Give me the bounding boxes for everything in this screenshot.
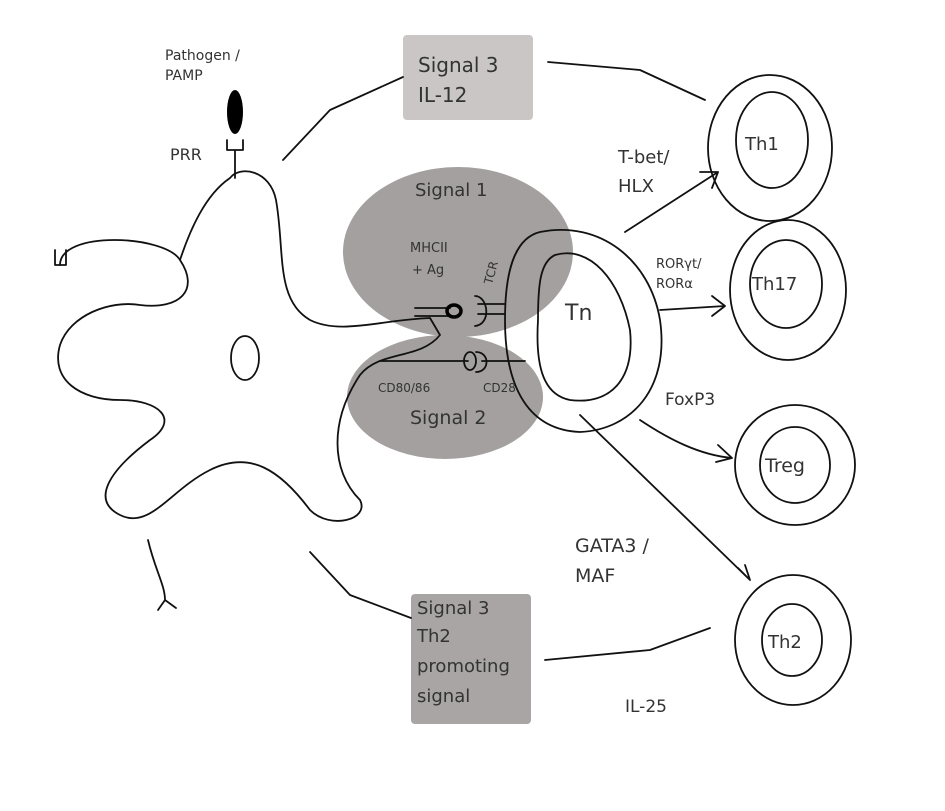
receptor-bottom bbox=[147, 539, 177, 611]
th2-signal-line4: signal bbox=[417, 686, 470, 707]
th17-outer bbox=[729, 219, 847, 361]
arrow-th2 bbox=[579, 414, 751, 581]
pamp-label: PAMP bbox=[165, 68, 203, 84]
tcr-label: TCR bbox=[481, 260, 501, 287]
signal3-il12-title: Signal 3 bbox=[418, 53, 499, 77]
rorgt-label: RORγt/ bbox=[656, 257, 702, 272]
tn-label: Tn bbox=[564, 301, 592, 326]
mhcii-label: MHCII bbox=[410, 241, 448, 256]
th2-label: Th2 bbox=[767, 632, 802, 653]
cd80-cd28-link bbox=[379, 351, 526, 373]
signal3-il12-box bbox=[403, 35, 533, 120]
signal2-title: Signal 2 bbox=[410, 407, 487, 429]
tn-cell-outer bbox=[504, 229, 663, 433]
gata3-label: GATA3 / bbox=[575, 535, 650, 557]
signal3-th2-box bbox=[411, 594, 531, 724]
line-signal3-il12-th1 bbox=[547, 61, 706, 101]
pathogen-label: Pathogen / bbox=[165, 48, 240, 64]
arrow-th1 bbox=[624, 171, 719, 233]
th2-signal-line2: Th2 bbox=[416, 626, 451, 647]
pathogen-icon bbox=[227, 90, 243, 134]
line-signal3-th2-cell bbox=[309, 551, 412, 619]
th2-outer bbox=[734, 574, 852, 706]
il12-label: IL-12 bbox=[418, 83, 467, 107]
th2-inner bbox=[761, 603, 823, 677]
rora-label: RORα bbox=[656, 277, 693, 292]
nucleus bbox=[230, 335, 260, 381]
th17-label: Th17 bbox=[751, 274, 797, 295]
tn-cell-inner bbox=[536, 252, 632, 402]
hlx-label: HLX bbox=[618, 176, 654, 197]
line-signal3-il12-cell bbox=[282, 76, 404, 161]
treg-outer bbox=[734, 404, 856, 526]
antigen-label: + Ag bbox=[412, 263, 444, 278]
th1-inner bbox=[735, 91, 809, 189]
mhc-antigen bbox=[445, 303, 463, 319]
cd80-label: CD80/86 bbox=[378, 381, 430, 395]
cd28-label: CD28 bbox=[483, 381, 516, 395]
th2-signal-line3: promoting bbox=[417, 656, 510, 677]
treg-inner bbox=[759, 426, 831, 504]
foxp3-label: FoxP3 bbox=[665, 390, 715, 410]
th1-outer bbox=[707, 74, 833, 222]
signal3-th2-title: Signal 3 bbox=[417, 598, 489, 619]
treg-label: Treg bbox=[764, 455, 805, 477]
receptor-left bbox=[54, 249, 67, 266]
mhc-tcr-link bbox=[414, 295, 506, 327]
tbet-label: T-bet/ bbox=[617, 147, 670, 168]
maf-label: MAF bbox=[575, 565, 615, 587]
signal1-title: Signal 1 bbox=[415, 180, 487, 201]
th1-label: Th1 bbox=[744, 134, 779, 155]
signal1-region bbox=[343, 167, 573, 337]
line-signal3-th2-th2 bbox=[544, 627, 711, 661]
arrow-th17 bbox=[659, 295, 726, 317]
prr-label: PRR bbox=[170, 145, 202, 164]
arrow-treg bbox=[639, 419, 733, 463]
dendritic-cell-outline bbox=[57, 170, 441, 522]
cd80 bbox=[463, 351, 477, 371]
signal2-region bbox=[347, 335, 543, 459]
th17-inner bbox=[749, 239, 823, 329]
prr-receptor bbox=[226, 139, 244, 179]
il25-label: IL-25 bbox=[625, 697, 667, 717]
